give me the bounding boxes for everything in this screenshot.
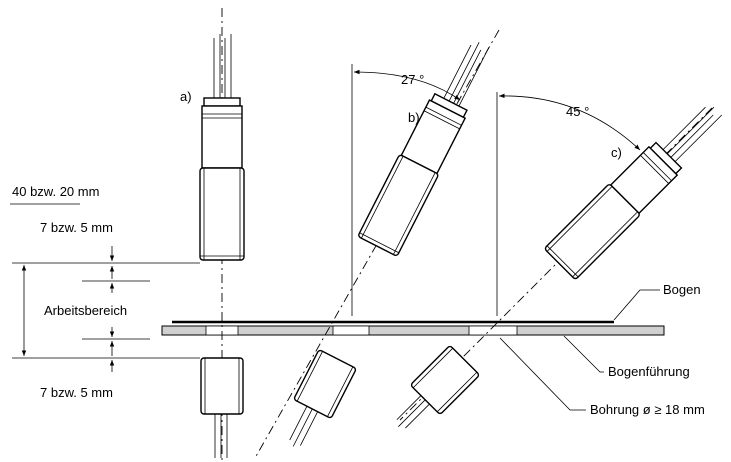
- label-working-range: Arbeitsbereich: [44, 303, 127, 318]
- bore-hole-b: [332, 325, 370, 336]
- dimension-lines: [10, 203, 200, 372]
- label-sheet-guide: Bogenführung: [608, 364, 690, 379]
- reflector-c: [396, 345, 480, 429]
- label-sheet: Bogen: [663, 282, 701, 297]
- sensor-a: [199, 8, 245, 462]
- leader-bore: [499, 337, 586, 411]
- reflector-b: [289, 349, 357, 447]
- axis-b: [254, 29, 500, 459]
- sheet-guide: [161, 325, 665, 336]
- label-angle-c: 45 °: [566, 104, 589, 119]
- label-angle-b: 27 °: [401, 72, 424, 87]
- angle-arc-b: [353, 69, 461, 101]
- label-bore: Bohrung ø ≥ 18 mm: [590, 402, 705, 417]
- label-dim-top-offset: 7 bzw. 5 mm: [40, 220, 113, 235]
- reflector-a: [200, 357, 244, 458]
- label-dim-total: 40 bzw. 20 mm: [12, 184, 99, 199]
- angle-arc-c: [498, 93, 641, 151]
- bore-hole-c: [468, 325, 518, 336]
- leader-sheet: [613, 289, 660, 321]
- label-dim-bottom-offset: 7 bzw. 5 mm: [40, 385, 113, 400]
- label-variant-b: b): [408, 110, 420, 125]
- label-variant-a: a): [180, 89, 192, 104]
- leader-sheet-guide: [563, 335, 604, 373]
- sensor-b: [254, 29, 500, 459]
- label-variant-c: c): [611, 145, 622, 160]
